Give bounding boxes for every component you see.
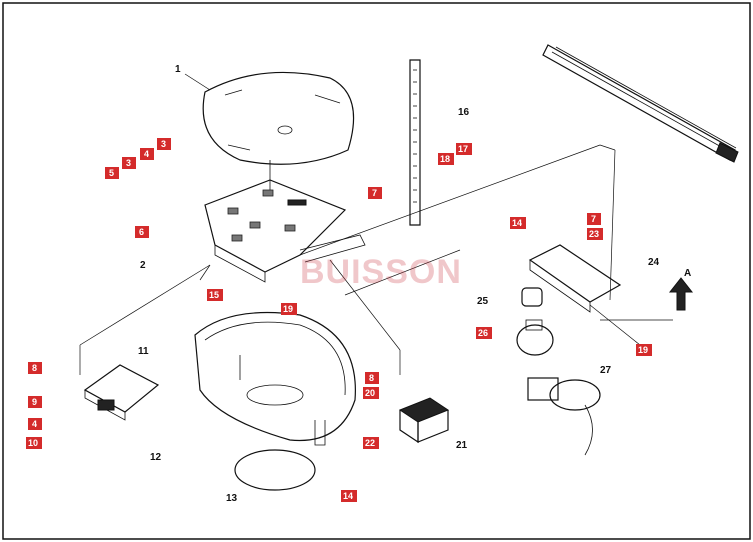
callout-21: 21 [456, 440, 468, 451]
direction-arrow [668, 277, 694, 311]
part-cover-disc [234, 449, 316, 491]
part-lamp-socket [521, 287, 543, 307]
callout-25: 25 [477, 296, 489, 307]
badge-8b [365, 372, 379, 384]
callout-9: 9 [32, 397, 37, 407]
badge-7b [587, 213, 601, 225]
callout-27: 27 [600, 365, 612, 376]
part-circuit-board [83, 364, 160, 421]
callout-4b: 4 [32, 419, 37, 429]
part-motor [527, 377, 601, 456]
badge-17 [456, 143, 472, 155]
callout-22: 22 [365, 438, 375, 448]
leader-lines [79, 73, 673, 375]
callout-10: 10 [28, 438, 38, 448]
callout-24: 24 [648, 257, 660, 268]
callout-6: 6 [139, 227, 144, 237]
badge-18 [438, 153, 454, 165]
callout-4a: 4 [144, 149, 149, 159]
callout-19a: 19 [283, 304, 293, 314]
part-transformer [398, 397, 450, 444]
badge-3a [157, 138, 171, 150]
callout-13: 13 [226, 493, 238, 504]
badge-5 [105, 167, 119, 179]
part-lamp-bulb [516, 319, 554, 356]
part-vertical-bracket [409, 59, 421, 226]
badge-19b [636, 344, 652, 356]
badge-22 [363, 437, 379, 449]
badge-9 [28, 396, 42, 408]
callout-3b: 3 [126, 158, 131, 168]
callout-11: 11 [138, 346, 149, 357]
callout-2: 2 [140, 260, 146, 271]
callout-26: 26 [478, 328, 488, 338]
callout-3a: 3 [161, 139, 166, 149]
callout-1: 1 [175, 64, 181, 75]
badge-6 [135, 226, 149, 238]
callout-14b: 14 [343, 491, 353, 501]
callout-16: 16 [458, 107, 470, 118]
callout-20: 20 [365, 388, 375, 398]
callout-18: 18 [440, 154, 450, 164]
part-housing-bowl [194, 311, 356, 446]
watermark: BUISSON [300, 253, 462, 291]
callout-23: 23 [589, 229, 599, 239]
badge-14b [341, 490, 357, 502]
badge-20 [363, 387, 379, 399]
badge-23 [587, 228, 603, 240]
badge-4a [140, 148, 154, 160]
badge-7a [368, 187, 382, 199]
badge-3b [122, 157, 136, 169]
part-top-plate [202, 71, 355, 192]
callout-labels: 1 2 11 12 13 16 21 24 25 27 [138, 64, 660, 504]
badge-4b [28, 418, 42, 430]
direction-label: A [684, 268, 691, 279]
callout-badges: 3 4 3 5 6 7 18 17 14 7 23 15 19 26 19 8 … [26, 138, 652, 502]
callout-12: 12 [150, 452, 162, 463]
badge-14a [510, 217, 526, 229]
callout-8b: 8 [369, 373, 374, 383]
part-lamp-bracket [528, 244, 622, 313]
callout-7b: 7 [591, 214, 596, 224]
badge-26 [476, 327, 492, 339]
callout-8a: 8 [32, 363, 37, 373]
callout-19b: 19 [638, 345, 648, 355]
callout-14a: 14 [512, 218, 522, 228]
part-rail-profile [542, 44, 739, 163]
badge-10 [26, 437, 42, 449]
callout-17: 17 [458, 144, 468, 154]
badge-8a [28, 362, 42, 374]
callout-7a: 7 [372, 188, 377, 198]
callout-15: 15 [209, 290, 219, 300]
callout-5: 5 [109, 168, 114, 178]
badge-19a [281, 303, 297, 315]
badge-15 [207, 289, 223, 301]
